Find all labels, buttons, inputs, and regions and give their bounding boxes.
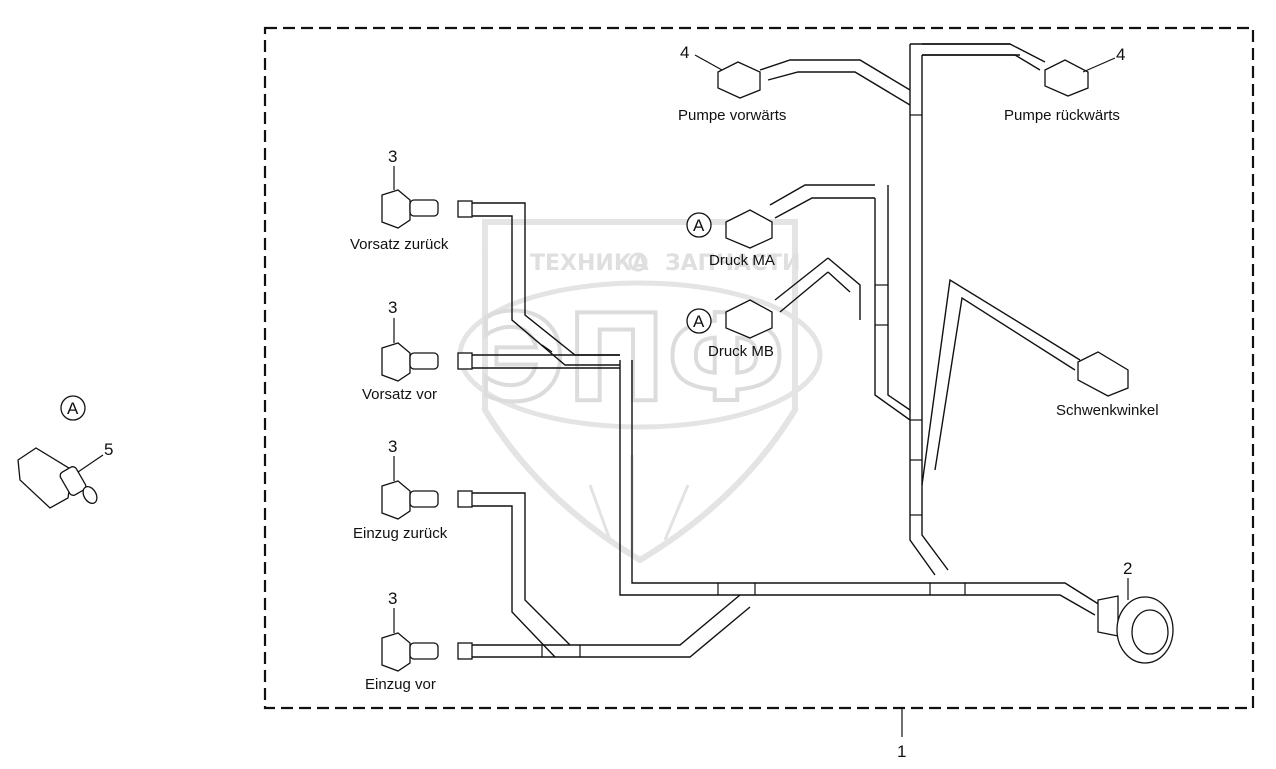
gear-icon: [628, 252, 648, 272]
pressure-sensor: [17, 447, 98, 509]
callout-3-vorsatz-zurueck: 3: [388, 147, 397, 166]
label-druck-mb: Druck MB: [708, 343, 774, 360]
connector-einzug-vor: [381, 632, 473, 672]
callout-leaders: [77, 54, 1129, 633]
watermark: ТЕХНИКА ЗАПЧАСТИ ЭПФ: [457, 219, 823, 564]
connector-druck-mb: [725, 299, 773, 339]
callout-2: 2: [1123, 559, 1132, 578]
label-einzug-vor: Einzug vor: [365, 676, 436, 693]
watermark-right-text: ЗАПЧАСТИ: [665, 251, 800, 276]
callout-4-left: 4: [680, 43, 689, 62]
label-vorsatz-zurueck: Vorsatz zurück: [350, 236, 449, 253]
detail-marker-a-druck-mb: A: [686, 308, 712, 334]
svg-text:A: A: [693, 216, 705, 235]
svg-text:A: A: [693, 312, 705, 331]
label-einzug-zurueck: Einzug zurück: [353, 525, 448, 542]
connector-vorsatz-vor: [381, 342, 473, 382]
callout-5: 5: [104, 440, 113, 459]
connector-pumpe-vorwaerts: [717, 61, 761, 99]
label-vorsatz-vor: Vorsatz vor: [362, 386, 437, 403]
harness-boundary: [263, 26, 1255, 710]
connector-schwenkwinkel: [1077, 351, 1129, 397]
svg-text:A: A: [67, 399, 79, 418]
callout-1: 1: [897, 742, 906, 761]
detail-marker-a-druck-ma: A: [686, 212, 712, 238]
connector-einzug-zurueck: [381, 480, 473, 520]
connector-druck-ma: [725, 209, 773, 249]
label-pumpe-vorwaerts: Pumpe vorwärts: [678, 107, 786, 124]
detail-marker-a-left: A: [60, 395, 86, 421]
callout-3-einzug-zurueck: 3: [388, 437, 397, 456]
callout-3-einzug-vor: 3: [388, 589, 397, 608]
label-schwenkwinkel: Schwenkwinkel: [1056, 402, 1159, 419]
label-pumpe-rueckwaerts: Pumpe rückwärts: [1004, 107, 1120, 124]
connector-pumpe-rueckwaerts: [1044, 59, 1089, 97]
harness-wires: [472, 43, 1101, 658]
connector-vorsatz-zurueck: [381, 189, 473, 229]
callout-3-vorsatz-vor: 3: [388, 298, 397, 317]
label-druck-ma: Druck MA: [709, 252, 775, 269]
callout-4-right: 4: [1116, 45, 1125, 64]
main-plug: [1097, 595, 1174, 664]
